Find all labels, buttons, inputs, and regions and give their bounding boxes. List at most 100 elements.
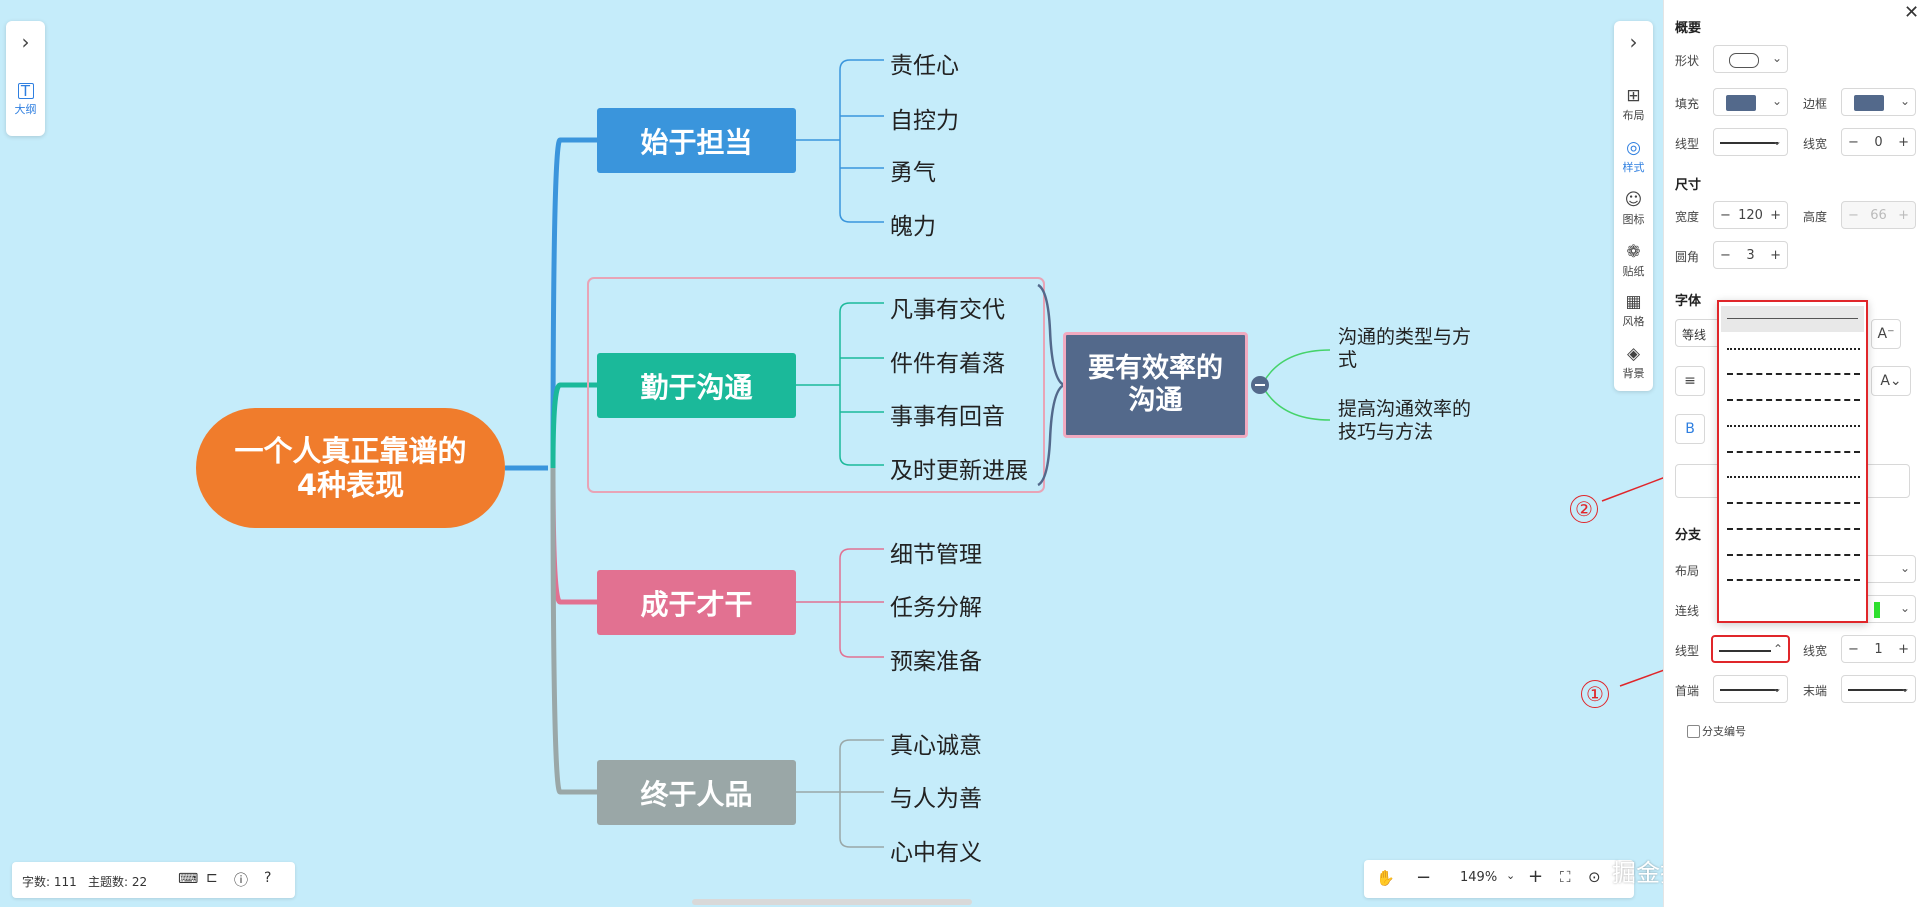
tab-layout[interactable]: ⊞ 布局 (1614, 85, 1653, 123)
subtopic[interactable]: 凡事有交代 (890, 297, 1005, 323)
plus-icon[interactable]: + (1898, 641, 1909, 657)
stepper-value[interactable]: 3 (1746, 247, 1755, 263)
grid-icon: ▦ (1625, 292, 1642, 312)
minus-icon[interactable]: − (1720, 207, 1731, 223)
line-type-dropdown (1717, 300, 1868, 623)
end-cap-select[interactable]: ⌄ (1841, 675, 1916, 703)
stepper-value[interactable]: 0 (1874, 134, 1883, 150)
minus-icon[interactable]: − (1848, 134, 1859, 150)
line-option-long-dash-dot[interactable] (1727, 445, 1860, 459)
subtopic[interactable]: 魄力 (890, 214, 936, 240)
mindmap-canvas[interactable]: 一个人真正靠谱的4种表现 始于担当 勤于沟通 成于才干 终于人品 责任心 自控力… (0, 0, 1663, 907)
subtopic[interactable]: 与人为善 (890, 786, 982, 812)
line-option-long-dash-dot-2[interactable] (1727, 548, 1860, 562)
word-count: 字数: 111 (22, 875, 77, 889)
line-option-medium-dash[interactable] (1727, 496, 1860, 510)
close-icon[interactable]: ✕ (1904, 2, 1920, 23)
branch-topic[interactable]: 始于担当 (597, 108, 796, 173)
subtopic[interactable]: 心中有义 (890, 840, 982, 866)
summary-subtopic[interactable]: 提高沟通效率的技巧与方法 (1338, 398, 1472, 443)
subtopic[interactable]: 任务分解 (890, 595, 982, 621)
height-label: 高度 (1803, 210, 1828, 224)
branch-topic[interactable]: 终于人品 (597, 760, 796, 825)
tab-sticker[interactable]: ❁ 贴纸 (1614, 241, 1653, 279)
chevron-down-icon[interactable]: ⌄ (1506, 869, 1516, 882)
branch-width-stepper[interactable]: − 1 + (1841, 635, 1916, 663)
line-option-long-dash[interactable] (1727, 573, 1860, 587)
fit-screen-icon[interactable]: ⛶ (1560, 868, 1571, 886)
bold-button[interactable]: B (1675, 414, 1705, 444)
subtopic[interactable]: 细节管理 (890, 542, 982, 568)
subtopic[interactable]: 真心诚意 (890, 733, 982, 759)
zoom-out-button[interactable]: − (1416, 867, 1432, 888)
subtopic[interactable]: 勇气 (890, 160, 936, 186)
line-option-dotted[interactable] (1727, 342, 1860, 356)
expand-left-button[interactable]: › (6, 31, 45, 53)
root-topic[interactable]: 一个人真正靠谱的4种表现 (196, 408, 505, 528)
radius-label: 圆角 (1675, 250, 1700, 264)
start-cap-select[interactable]: ⌄ (1713, 675, 1788, 703)
info-icon[interactable]: ⓘ (234, 873, 248, 889)
subtopic[interactable]: 件件有着落 (890, 351, 1005, 377)
tab-background[interactable]: ◈ 背景 (1614, 343, 1653, 381)
font-color-button[interactable]: A⌄ (1871, 366, 1911, 396)
tab-theme[interactable]: ▦ 风格 (1614, 291, 1653, 329)
line-option-dash-dot-dot[interactable] (1727, 470, 1860, 484)
summary-subtopic[interactable]: 沟通的类型与方式 (1338, 326, 1472, 371)
minus-icon[interactable]: − (1720, 247, 1731, 263)
rounded-rect-shape-icon (1729, 53, 1759, 68)
subtopic[interactable]: 及时更新进展 (890, 458, 1028, 484)
line-option-short-dash[interactable] (1727, 367, 1860, 381)
fill-color-select[interactable]: ⌄ (1713, 88, 1788, 116)
stepper-value[interactable]: 120 (1738, 207, 1763, 223)
branch-topic[interactable]: 勤于沟通 (597, 353, 796, 418)
line-option-dash[interactable] (1727, 393, 1860, 407)
collapse-panel-button[interactable]: › (1614, 31, 1653, 53)
tab-icon[interactable]: ☺ 图标 (1614, 189, 1653, 227)
horizontal-scrollbar[interactable] (692, 899, 972, 905)
plus-icon[interactable]: + (1770, 247, 1781, 263)
chevron-down-icon: ⌄ (1771, 51, 1782, 65)
locate-icon[interactable]: ⊙ (1588, 868, 1601, 886)
subtopic[interactable]: 自控力 (890, 108, 959, 134)
border-line-type-select[interactable]: ⌄ (1713, 128, 1788, 156)
zoom-in-button[interactable]: + (1528, 866, 1544, 887)
summary-topic[interactable]: 要有效率的沟通 (1063, 332, 1248, 438)
chevron-down-icon: ⌄ (1771, 681, 1782, 695)
chevron-down-icon: ⌄ (1899, 94, 1910, 108)
plus-icon[interactable]: + (1898, 134, 1909, 150)
left-toolbar: › T 大纲 (6, 21, 45, 136)
radius-stepper[interactable]: − 3 + (1713, 241, 1788, 269)
hand-tool-icon[interactable]: ✋ (1376, 869, 1395, 887)
watermark: 掘金技术社区 @ 图形天下 (1612, 859, 1663, 887)
subtopic[interactable]: 事事有回音 (890, 404, 1005, 430)
border-color-select[interactable]: ⌄ (1841, 88, 1916, 116)
emoji-icon: ☺ (1624, 190, 1643, 210)
subtopic[interactable]: 预案准备 (890, 649, 982, 675)
zoom-level[interactable]: 149% (1460, 870, 1498, 885)
minus-icon[interactable]: − (1848, 641, 1859, 657)
end-cap-label: 末端 (1803, 684, 1828, 698)
help-icon[interactable]: ? (264, 870, 272, 886)
solid-line-sample (1848, 689, 1906, 691)
shape-select[interactable]: ⌄ (1713, 45, 1788, 73)
subtopic[interactable]: 责任心 (890, 53, 959, 79)
branch-line-type-select[interactable]: ⌃ (1711, 635, 1790, 663)
outline-button[interactable]: T 大纲 (6, 83, 45, 117)
stepper-value[interactable]: 1 (1874, 641, 1883, 657)
align-left-button[interactable]: ≡ (1675, 366, 1705, 396)
branch-numbering-checkbox[interactable] (1687, 725, 1700, 738)
keyboard-icon[interactable]: ⌨ (178, 871, 199, 887)
plus-icon[interactable]: + (1770, 207, 1781, 223)
border-width-stepper[interactable]: − 0 + (1841, 128, 1916, 156)
line-option-sparse-dash[interactable] (1727, 522, 1860, 536)
stepper-value: 66 (1870, 207, 1887, 223)
decrease-font-button[interactable]: A⁻ (1871, 319, 1901, 349)
width-stepper[interactable]: − 120 + (1713, 201, 1788, 229)
branch-topic[interactable]: 成于才干 (597, 570, 796, 635)
tab-style[interactable]: ◎ 样式 (1614, 137, 1653, 175)
line-option-solid[interactable] (1721, 306, 1864, 332)
line-option-dash-dot[interactable] (1727, 419, 1860, 433)
fill-swatch (1726, 95, 1756, 111)
structure-icon[interactable]: ⊏ (206, 870, 218, 886)
